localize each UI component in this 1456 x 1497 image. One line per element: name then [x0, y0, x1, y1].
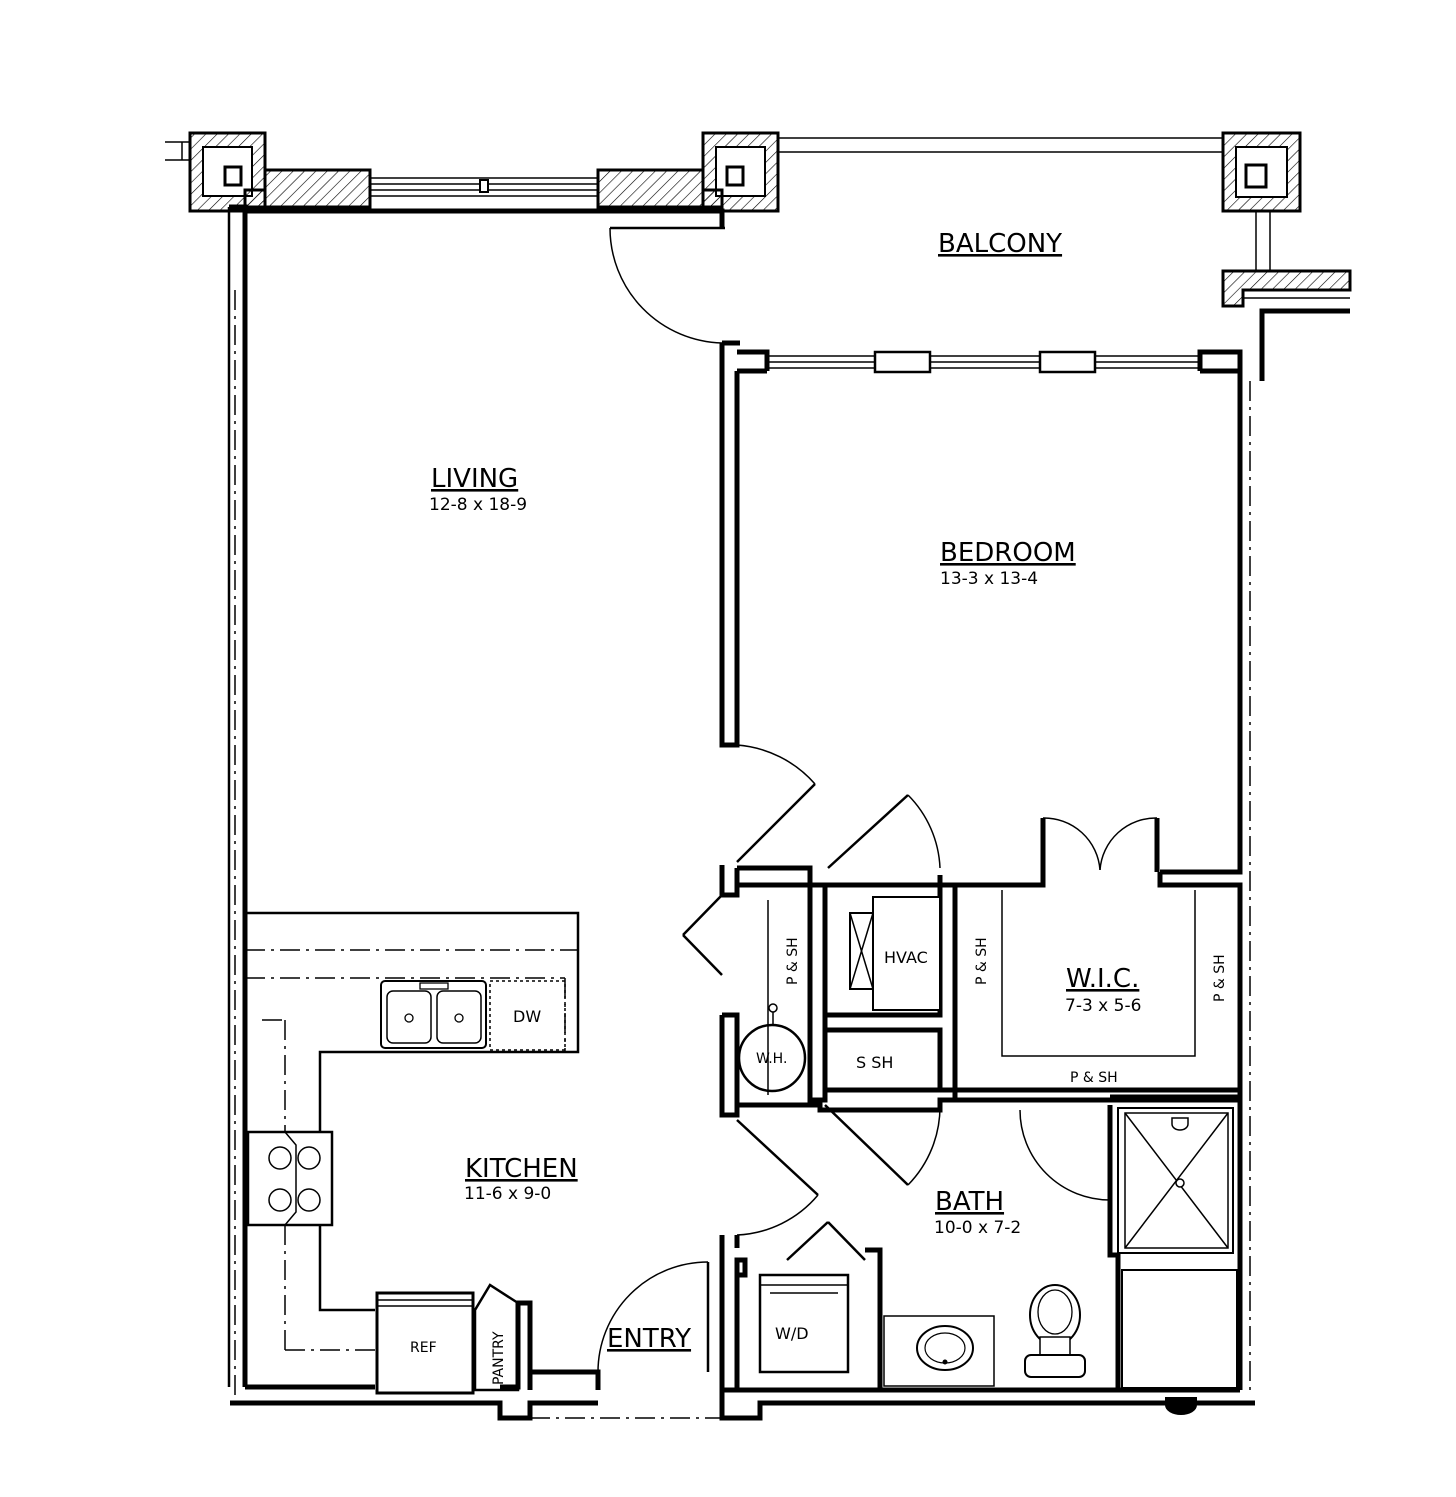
wic-dims: 7-3 x 5-6 — [1065, 996, 1141, 1016]
kitchen-dims: 11-6 x 9-0 — [464, 1184, 551, 1204]
bath-fixtures — [758, 1107, 1238, 1389]
psh-label-wic-right: P & SH — [1212, 954, 1228, 1002]
doors — [597, 226, 1158, 1373]
wh-label: W.H. — [756, 1051, 787, 1067]
walls — [227, 204, 1255, 1421]
bedroom-name: BEDROOM — [940, 538, 1076, 568]
living-name: LIVING — [431, 464, 518, 494]
kitchen-name: KITCHEN — [465, 1154, 578, 1184]
closet-fixtures — [737, 890, 1196, 1095]
ref-label: REF — [410, 1340, 437, 1356]
wic-name: W.I.C. — [1066, 964, 1139, 994]
hvac-label: HVAC — [884, 948, 928, 967]
psh-label-wic-left: P & SH — [974, 937, 990, 985]
bath-dims: 10-0 x 7-2 — [934, 1218, 1021, 1238]
entry-name: ENTRY — [607, 1324, 691, 1354]
living-dims: 12-8 x 18-9 — [429, 495, 527, 515]
dw-label: DW — [513, 1007, 541, 1026]
psh-label-wic-bottom: P & SH — [1070, 1070, 1118, 1086]
bedroom-dims: 13-3 x 13-4 — [940, 569, 1038, 589]
balcony-name: BALCONY — [938, 229, 1062, 259]
kitchen-fixtures — [245, 911, 580, 1395]
fixture-labels: HVAC DW W.H. REF PANTRY W/D S SH P & SH … — [410, 937, 1228, 1385]
ssh-label: S SH — [856, 1053, 893, 1072]
top-facade — [165, 131, 1352, 381]
bath-name: BATH — [935, 1187, 1004, 1217]
pantry-label: PANTRY — [491, 1331, 507, 1385]
psh-label-closet: P & SH — [785, 937, 801, 985]
room-labels: BALCONY LIVING 12-8 x 18-9 BEDROOM 13-3 … — [429, 229, 1141, 1354]
wd-label: W/D — [775, 1324, 809, 1343]
